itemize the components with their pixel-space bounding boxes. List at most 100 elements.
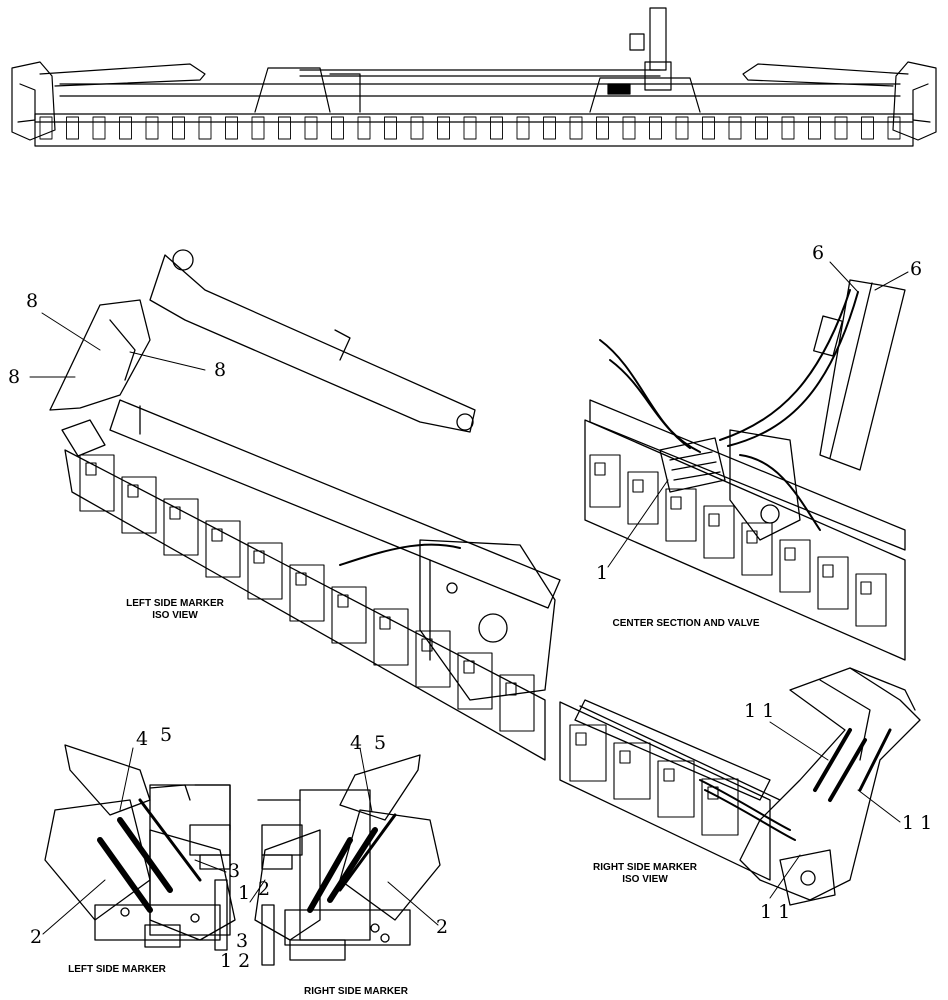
row-unit-block (622, 116, 636, 140)
row-unit-block (357, 116, 371, 140)
callout-4-right: 4 (350, 732, 363, 754)
row-unit-block (39, 116, 53, 140)
callout-8-right: 8 (214, 359, 227, 381)
row-unit-block (808, 116, 821, 140)
row-unit-block (384, 116, 397, 140)
row-unit-block (516, 116, 530, 140)
row-unit-block (198, 116, 212, 140)
row-unit-block (379, 616, 391, 630)
row-unit-block (295, 572, 307, 586)
row-unit-block (505, 682, 517, 696)
caption-right-iso-line2: ISO VIEW (622, 874, 668, 885)
row-unit-block (163, 498, 199, 556)
right-side-marker-detail (254, 754, 441, 966)
callout-1-left: 1 (238, 882, 251, 904)
callout-12-leftmid: 1 2 (220, 950, 251, 972)
row-unit-block (119, 116, 132, 140)
callout-6-right: 6 (910, 258, 923, 280)
row-unit-block (784, 547, 796, 561)
row-unit-block (703, 505, 735, 559)
row-unit-block (66, 116, 79, 140)
callout-1-center: 1 (596, 562, 609, 584)
toolbar-row-units (39, 116, 901, 140)
row-unit-block (145, 116, 159, 140)
row-unit-block (755, 116, 768, 140)
row-unit-block (619, 750, 631, 764)
row-unit-block (463, 660, 475, 674)
row-unit-block (247, 542, 283, 600)
row-unit-block (373, 608, 409, 666)
row-unit-block (499, 674, 535, 732)
caption-right-side-marker-iso-view: RIGHT SIDE MARKER ISO VIEW (590, 862, 700, 886)
row-unit-block (781, 116, 795, 140)
callout-6-left: 6 (812, 242, 825, 264)
row-unit-block (665, 488, 697, 542)
row-unit-block (822, 564, 834, 578)
row-unit-block (708, 513, 720, 527)
row-unit-block (121, 476, 157, 534)
center-section-and-valve (584, 279, 906, 661)
row-unit-block (169, 506, 181, 520)
callout-11-top: 1 1 (744, 700, 775, 722)
callout-11-bottom: 1 1 (760, 901, 791, 923)
row-unit-block (225, 116, 238, 140)
row-unit-block (337, 594, 349, 608)
leader-lines (29, 261, 909, 935)
row-unit-block (304, 116, 318, 140)
row-unit-block (860, 581, 872, 595)
row-unit-block (463, 116, 477, 140)
row-unit-block (701, 778, 739, 836)
row-unit-block (746, 530, 758, 544)
row-unit-block (415, 630, 451, 688)
row-unit-block (779, 539, 811, 593)
row-unit-block (817, 556, 849, 610)
left-side-marker-detail (44, 744, 236, 951)
callout-3-leftmid: 3 (236, 930, 249, 952)
left-iso-row-units (79, 454, 535, 732)
row-unit-block (211, 528, 223, 542)
row-unit-block (675, 116, 689, 140)
caption-center-section-and-valve: CENTER SECTION AND VALVE (612, 618, 760, 629)
row-unit-block (589, 454, 621, 508)
row-unit-block (421, 638, 433, 652)
center-row-units (589, 454, 887, 627)
row-unit-block (457, 652, 493, 710)
row-unit-block (289, 564, 325, 622)
row-unit-block (834, 116, 848, 140)
row-unit-block (728, 116, 742, 140)
row-unit-block (887, 116, 901, 140)
right-iso-row-units (569, 724, 739, 836)
row-unit-block (172, 116, 185, 140)
row-unit-block (702, 116, 715, 140)
row-unit-block (741, 522, 773, 576)
callout-5-right: 5 (374, 732, 387, 754)
caption-right-iso-line1: RIGHT SIDE MARKER (593, 862, 697, 873)
right-side-marker-iso-view (559, 667, 921, 906)
callout-2-leftmid: 2 (258, 878, 271, 900)
callout-11-right: 1 1 (902, 812, 933, 834)
callout-2-left: 2 (30, 926, 43, 948)
row-unit-block (594, 462, 606, 476)
row-unit-block (613, 742, 651, 800)
callout-5-left: 5 (160, 724, 173, 746)
caption-left-side-marker-iso-view: LEFT SIDE MARKER ISO VIEW (125, 598, 225, 622)
row-unit-block (251, 116, 265, 140)
row-unit-block (490, 116, 503, 140)
row-unit-block (543, 116, 556, 140)
callout-8-left: 8 (8, 366, 21, 388)
row-unit-block (79, 454, 115, 512)
callout-2-right: 2 (436, 916, 449, 938)
row-unit-block (632, 479, 644, 493)
row-unit-block (569, 116, 583, 140)
row-unit-block (861, 116, 874, 140)
row-unit-block (855, 573, 887, 627)
row-unit-block (627, 471, 659, 525)
row-unit-block (437, 116, 450, 140)
left-side-marker-iso-view (49, 249, 561, 761)
row-unit-block (92, 116, 106, 140)
callout-3-left: 3 (228, 860, 241, 882)
row-unit-block (410, 116, 424, 140)
row-unit-block (127, 484, 139, 498)
row-unit-block (575, 732, 587, 746)
caption-right-side-marker: RIGHT SIDE MARKER (304, 986, 408, 997)
